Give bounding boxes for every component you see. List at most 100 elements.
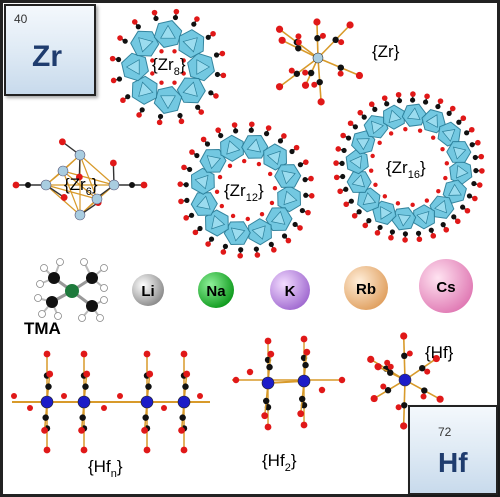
hf-oxygen-atom xyxy=(420,393,427,400)
zr12-facet xyxy=(211,214,226,230)
tma-label: TMA xyxy=(24,319,61,338)
rb-label: Rb xyxy=(356,281,376,298)
zr12-oxygen-atom xyxy=(220,249,227,255)
zr16-carbon-atom xyxy=(451,214,457,220)
k-label: K xyxy=(285,283,296,300)
zr-carbon-atom xyxy=(332,36,339,44)
hf-carbon-atom xyxy=(421,387,428,394)
zr12-carbon-atom xyxy=(194,152,200,159)
zr-carbon-atom xyxy=(307,69,315,77)
li-label: Li xyxy=(141,283,154,300)
hf-oxygen-atom xyxy=(395,404,402,411)
zr16-oxygen-atom xyxy=(417,128,423,133)
zr8-carbon-atom xyxy=(172,14,179,21)
hf-oxygen-atom xyxy=(367,355,375,363)
zr16-oxygen-atom xyxy=(368,168,374,173)
zr12-carbon-atom xyxy=(233,128,239,134)
zr12-carbon-atom xyxy=(297,162,304,168)
zr12-facet xyxy=(270,210,286,225)
zr-carbon-atom xyxy=(316,78,323,86)
zr16-oxygen-atom xyxy=(381,95,388,101)
hf-monomer-structure xyxy=(367,332,444,430)
hfn-carbon-atom xyxy=(179,414,186,421)
zr16-carbon-atom xyxy=(343,186,349,192)
zr12-oxygen-atom xyxy=(267,171,273,177)
zr16-facet xyxy=(425,114,438,128)
zr-oxygen-atom xyxy=(275,83,284,91)
zr6-carbon-atom xyxy=(25,182,31,188)
zr12-carbon-atom xyxy=(208,236,215,242)
zr8-facet xyxy=(160,24,176,39)
zr12-oxygen-atom xyxy=(308,175,314,182)
hf2-oxygen-atom xyxy=(318,386,326,394)
zr12-facet xyxy=(266,150,281,166)
hfn-metal-atom xyxy=(177,395,191,409)
zr6-oxygen-atom xyxy=(109,159,117,167)
tma-molecule xyxy=(34,258,108,322)
zr12-facet xyxy=(206,155,222,170)
zr6-oxygen-atom xyxy=(75,173,83,181)
zr12-oxygen-atom xyxy=(231,122,238,128)
zr8-oxygen-atom xyxy=(117,35,123,41)
zr16-cluster xyxy=(333,91,485,243)
zr16-oxygen-atom xyxy=(368,101,375,108)
zr-oxygen-atom xyxy=(338,39,345,46)
zr8-oxygen-atom xyxy=(220,72,227,79)
zr6-bond xyxy=(79,154,115,186)
zr12-facet xyxy=(251,225,266,240)
zr-oxygen-atom xyxy=(319,32,326,39)
zr12-facet xyxy=(226,140,241,155)
zr12-oxygen-atom xyxy=(178,198,184,205)
hf-carbon-atom xyxy=(384,387,392,394)
zr12-carbon-atom xyxy=(299,207,305,214)
zr12-oxygen-atom xyxy=(297,225,303,231)
zr16-oxygen-atom xyxy=(475,139,481,146)
hfn-oxygen-atom xyxy=(146,370,154,378)
zr12-carbon-atom xyxy=(303,192,309,198)
zr8-oxygen-atom xyxy=(181,71,186,76)
zr16-oxygen-atom xyxy=(437,98,444,104)
zr8-carbon-atom xyxy=(135,24,141,30)
zr6-oxygen-atom xyxy=(60,194,68,201)
zr16-carbon-atom xyxy=(422,99,429,105)
zr16-oxygen-atom xyxy=(382,194,388,199)
zr16-oxygen-atom xyxy=(340,132,346,139)
hf-oxygen-atom xyxy=(387,363,394,370)
zr8-carbon-atom xyxy=(205,34,211,40)
zr16-oxygen-atom xyxy=(454,218,461,225)
zr8-facet xyxy=(138,37,154,53)
zr16-carbon-atom xyxy=(466,193,473,199)
zr8-oxygen-atom xyxy=(110,77,117,84)
zr8-facet xyxy=(125,59,140,75)
zr16-carbon-atom xyxy=(428,227,434,233)
hfn-oxygen-atom xyxy=(80,350,88,358)
hfn-oxygen-atom xyxy=(80,446,88,454)
zr16-oxygen-atom xyxy=(370,153,375,159)
hfn-oxygen-atom xyxy=(197,393,203,399)
zr6-metal-atom xyxy=(74,149,86,161)
hf2-dimer xyxy=(232,335,346,431)
zr-oxygen-atom xyxy=(311,81,318,88)
zr12-carbon-atom xyxy=(197,225,203,232)
zr8-oxygen-atom xyxy=(173,8,180,15)
zr16-label: {Zr16} xyxy=(386,158,426,181)
hfn-oxygen-atom xyxy=(143,350,151,358)
zr6-metal-atom xyxy=(74,209,86,221)
hf2-label: {Hf2} xyxy=(262,451,297,474)
zr-label: {Zr} xyxy=(372,42,400,61)
zr16-facet xyxy=(362,192,377,205)
zr8-carbon-atom xyxy=(195,104,201,110)
zr6-carbon-atom xyxy=(129,182,135,188)
zr16-carbon-atom xyxy=(366,218,372,224)
zr16-carbon-atom xyxy=(473,167,479,174)
zr-oxygen-atom xyxy=(302,69,309,76)
hf-oxygen-atom xyxy=(384,359,391,366)
hfn-oxygen-atom xyxy=(178,426,185,434)
hf-oxygen-atom xyxy=(432,354,440,363)
zr-carbon-atom xyxy=(293,70,301,77)
zr12-carbon-atom xyxy=(292,221,298,228)
zr8-carbon-atom xyxy=(157,113,164,120)
hf-oxygen-atom xyxy=(424,368,431,375)
zr8-oxygen-atom xyxy=(159,49,164,54)
